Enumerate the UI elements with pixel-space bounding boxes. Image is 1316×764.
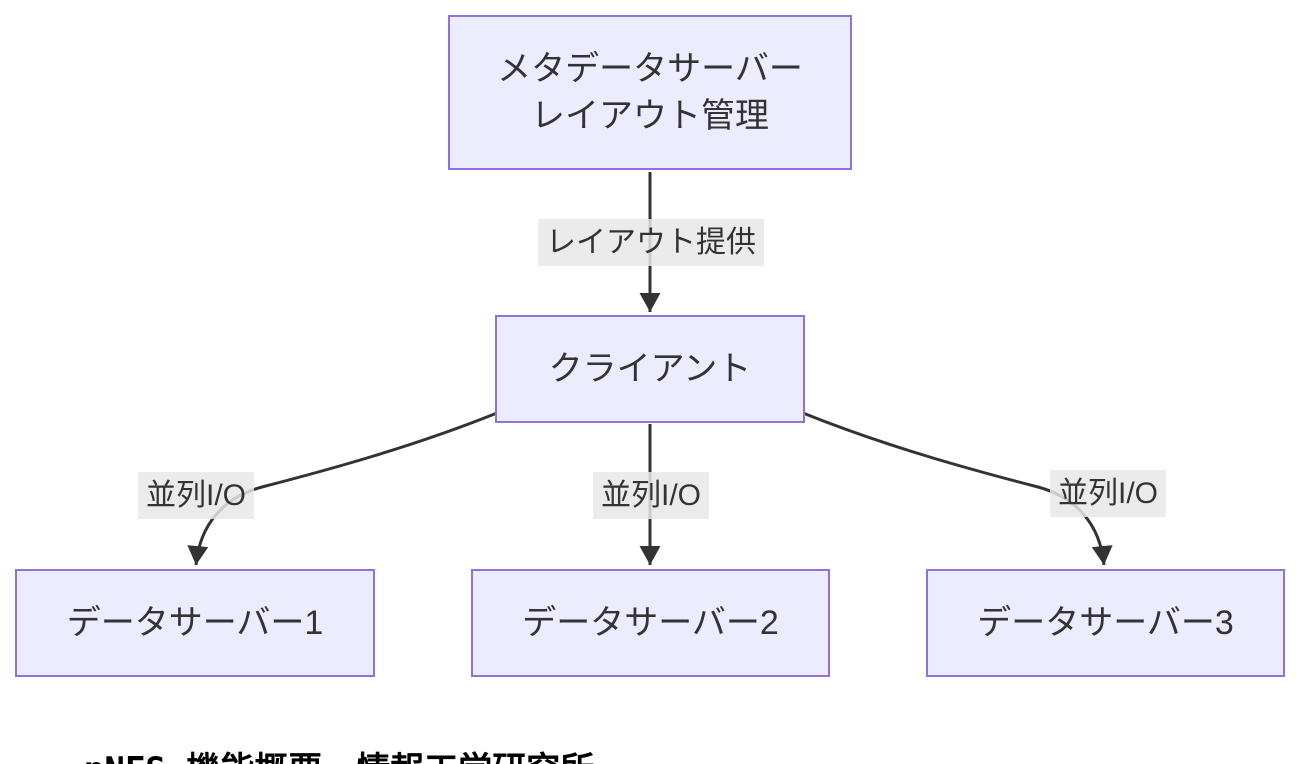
edge-client-to-ds1: [187, 411, 498, 566]
diagram-caption-text: pNFS 機能概要 情報工学研究所: [84, 742, 594, 764]
node-label-line: レイアウト管理: [531, 96, 769, 135]
node-client: クライアント: [495, 315, 805, 423]
node-label-line: メタデータサーバー: [497, 49, 803, 88]
node-label-line: データサーバー1: [66, 603, 324, 642]
node-label-line: クライアント: [548, 349, 752, 388]
diagram-caption: pNFS 機能概要 情報工学研究所: [2, 702, 594, 764]
node-data-server-2: データサーバー2: [471, 569, 830, 677]
edge-client-to-ds3: [802, 411, 1113, 566]
node-metadata-server: メタデータサーバー レイアウト管理: [448, 15, 852, 170]
edge-label-parallel-io-2: 並列I/O: [593, 472, 710, 519]
edge-label-parallel-io-3: 並列I/O: [1050, 470, 1167, 517]
edge-label-parallel-io-1: 並列I/O: [138, 472, 255, 519]
edge-label-layout-provide: レイアウト提供: [538, 219, 764, 266]
node-data-server-3: データサーバー3: [926, 569, 1285, 677]
node-data-server-1: データサーバー1: [15, 569, 375, 677]
node-label-line: データサーバー2: [522, 603, 779, 642]
node-label-line: データサーバー3: [977, 603, 1234, 642]
